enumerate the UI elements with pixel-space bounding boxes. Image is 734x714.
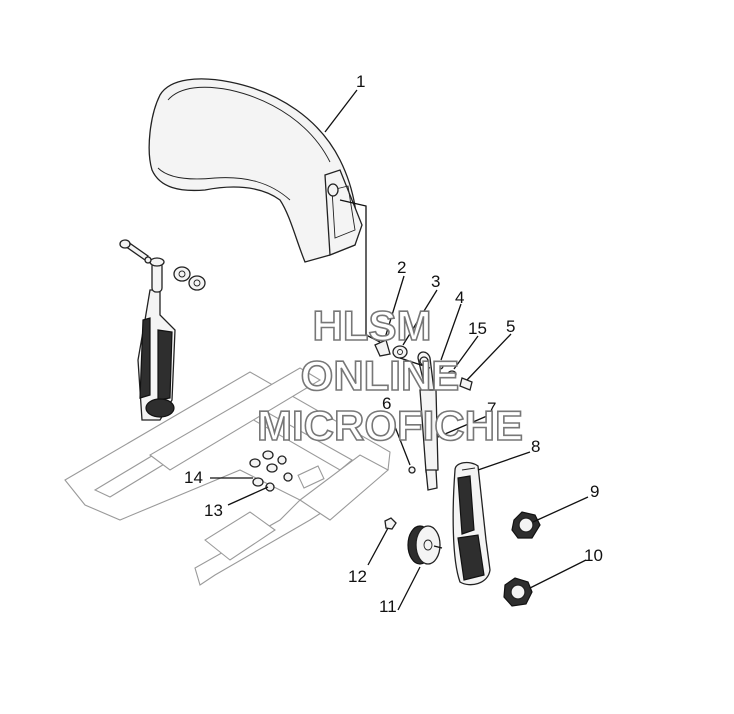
callout-7: 7 (487, 399, 496, 418)
callout-9: 9 (590, 482, 599, 501)
right-pivot-bracket (452, 461, 491, 586)
pivot-hardware (374, 339, 473, 474)
watermark-line-2: ONLINE (301, 352, 460, 399)
callout-15: 15 (468, 319, 487, 338)
callout-1: 1 (356, 72, 365, 91)
callout-2: 2 (397, 258, 406, 277)
callout-5: 5 (506, 317, 515, 336)
assembly-guides (339, 199, 431, 369)
gas-strut (417, 351, 439, 491)
knob-9 (511, 511, 541, 539)
callout-8: 8 (531, 437, 540, 456)
watermark-line-1: HLSM (313, 302, 432, 349)
callout-11: 11 (379, 597, 397, 616)
callout-labels: 1 2 3 4 15 5 6 7 8 9 10 11 12 13 14 (184, 72, 603, 616)
leader-lines (210, 89, 589, 611)
callout-3: 3 (431, 272, 440, 291)
callout-13: 13 (204, 501, 223, 520)
backrest-pad (148, 78, 363, 263)
callout-10: 10 (584, 546, 603, 565)
frame-bolts (249, 450, 293, 492)
watermark-line-3: MICROFICHE (257, 402, 523, 449)
left-hardware (119, 239, 206, 291)
watermark: HLSM ONLINE MICROFICHE (256, 301, 524, 450)
callout-12: 12 (348, 567, 367, 586)
callout-4: 4 (455, 288, 464, 307)
seat-frame (64, 367, 391, 586)
spacer-wheel (384, 517, 443, 565)
left-pivot-bracket (137, 257, 176, 421)
callout-14: 14 (184, 468, 203, 487)
knob-10 (503, 577, 533, 607)
callout-6: 6 (382, 394, 391, 413)
